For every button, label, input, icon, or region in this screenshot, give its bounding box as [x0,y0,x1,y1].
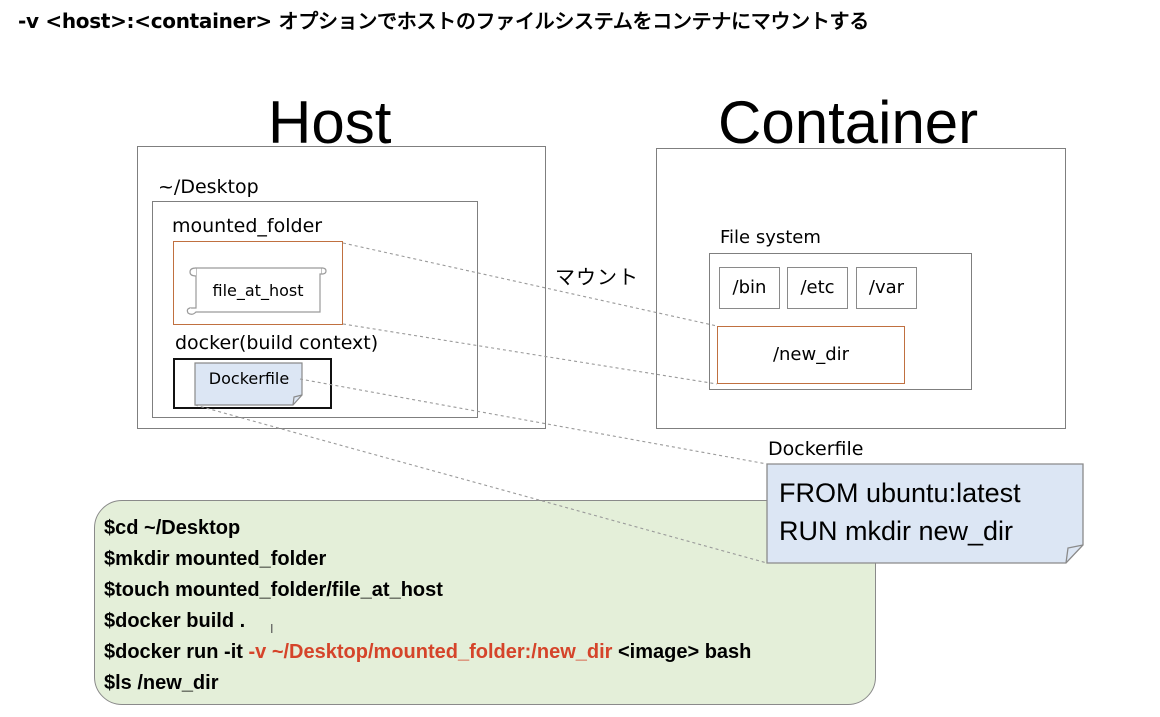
dir-var: /var [856,267,917,309]
dockerfile-line: FROM ubuntu:latest [779,478,1021,508]
command-line-docker-run: $docker run -it -v ~/Desktop/mounted_fol… [104,637,751,667]
terminal-commands-box [94,500,876,705]
mount-label: マウント [555,265,639,289]
file-system-label: File system [720,227,821,248]
mounted-folder-label: mounted_folder [172,215,323,237]
command-suffix: <image> bash [612,641,752,663]
file-scroll-icon [186,267,327,315]
file-at-host-label: file_at_host [212,281,304,300]
slide-title: -v <host>:<container> オプションでホストのファイルシステム… [18,9,869,33]
command-line: $docker build . [104,610,246,632]
host-heading: Host [268,89,392,156]
dockerfile-note-box [766,463,1084,564]
dockerfile-small-label: Dockerfile [208,369,290,388]
container-heading: Container [718,89,979,156]
dockerfile-connector-lines [194,378,768,564]
command-line: $ls /new_dir [104,672,219,694]
command-prefix: $docker run -it [104,641,249,663]
new-dir-box [717,326,905,384]
command-line: $mkdir mounted_folder [104,548,327,570]
dockerfile-note-title: Dockerfile [768,438,864,460]
desktop-label: ~/Desktop [158,176,259,198]
dockerfile-line: RUN mkdir new_dir [779,516,1014,546]
dir-etc: /etc [787,267,848,309]
command-line: $cd ~/Desktop [104,517,241,539]
volume-option-highlight: -v ~/Desktop/mounted_folder:/new_dir [248,641,613,663]
command-line: $touch mounted_folder/file_at_host [104,579,443,601]
dockerfile-file-icon [194,362,303,406]
docker-folder-label: docker(build context) [175,332,379,354]
text-cursor-icon: I [270,622,274,636]
dir-bin: /bin [719,267,780,309]
new-dir-label: /new_dir [772,344,850,365]
mount-connector-lines [342,242,718,385]
